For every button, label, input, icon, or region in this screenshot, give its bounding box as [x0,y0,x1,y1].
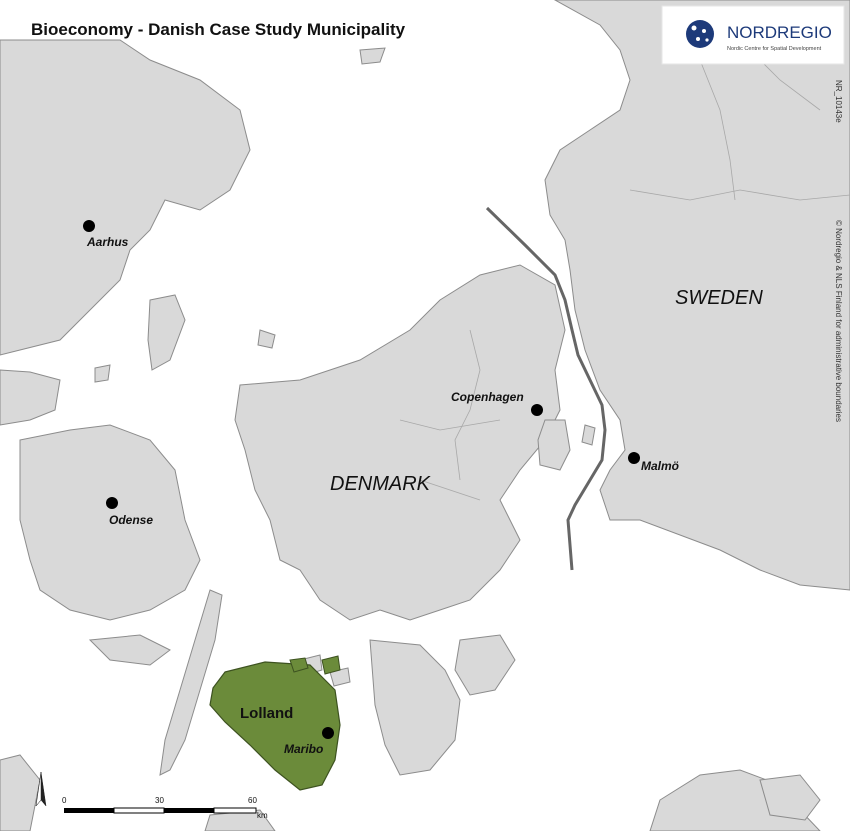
city-label-odense: Odense [109,513,153,527]
land-island-south-2 [329,667,351,687]
region-lolland [209,661,341,791]
logo-tagline: Nordic Centre for Spatial Development [727,46,822,52]
scale-label-0: 0 [62,796,67,805]
region-lolland-islet-1 [289,657,309,673]
land-ven [581,424,596,446]
scale-unit: km [257,811,268,820]
city-label-copenhagen: Copenhagen [451,390,524,404]
country-label-sweden: SWEDEN [675,287,763,309]
land-langeland [159,589,223,776]
north-arrow-icon [35,771,47,807]
land-falster [369,639,461,776]
region-lolland-islet-2 [321,655,341,675]
sweden-admin-boundary-1 [629,189,850,201]
region-label-lolland: Lolland [240,705,293,722]
land-island-aero [88,634,171,666]
land-jutland [0,39,251,356]
map-title: Bioeconomy - Danish Case Study Municipal… [31,20,406,39]
land-island-small-1 [94,364,111,383]
land-amager [537,419,571,471]
denmark-admin-boundary-1 [454,329,481,481]
copyright-notice: © Nordregio & NLS Finland for administra… [834,220,843,422]
scale-bar: 0 30 60 km [62,796,268,820]
city-marker-odense [106,497,118,509]
land-zealand [234,264,566,621]
land-island-samso [147,294,186,371]
nordregio-logo-icon [686,20,714,48]
scale-label-60: 60 [248,796,257,805]
land-sweden [544,0,850,591]
land-island-small-2 [257,329,276,349]
land-funen [19,424,201,621]
city-marker-maribo [322,727,334,739]
city-marker-aarhus [83,220,95,232]
land-bottom-left-fragment [0,754,41,832]
land-island-small-3 [359,47,386,65]
city-label-maribo: Maribo [284,742,323,756]
land-mon [454,634,516,696]
reference-code: NR_10143e [834,80,843,123]
denmark-admin-boundary-2 [399,419,501,431]
land-jutland-south [0,369,61,426]
city-label-aarhus: Aarhus [86,235,129,249]
city-marker-copenhagen [531,404,543,416]
denmark-admin-boundary-3 [419,479,481,501]
city-marker-malmo [628,452,640,464]
maritime-border [485,206,607,571]
sweden-admin-boundary-2 [699,59,736,201]
city-label-malmo: Malmö [641,459,679,473]
land-rugen [759,774,821,821]
logo-name: NORDREGIO [727,23,832,42]
scale-label-30: 30 [155,796,164,805]
country-label-denmark: DENMARK [330,473,432,495]
nordregio-logo: NORDREGIO Nordic Centre for Spatial Deve… [661,5,845,65]
